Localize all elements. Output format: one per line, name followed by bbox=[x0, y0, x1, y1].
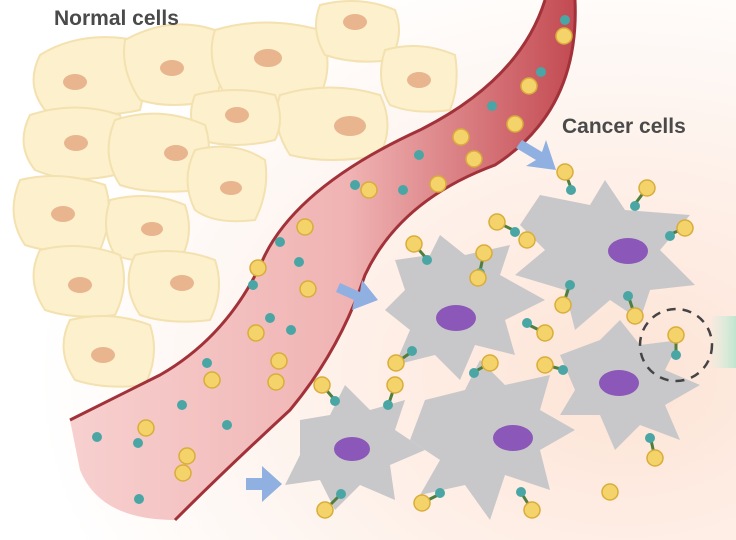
nanoparticle bbox=[267, 373, 285, 391]
conjugate bbox=[469, 354, 499, 378]
normal-nucleus bbox=[407, 72, 431, 88]
nanoparticle bbox=[520, 77, 538, 95]
nanoparticle bbox=[360, 181, 378, 199]
conjugate bbox=[383, 376, 404, 410]
normal-nucleus bbox=[51, 206, 75, 222]
cancer-nucleus bbox=[334, 437, 370, 461]
conjugate bbox=[630, 179, 656, 211]
cancer-cell bbox=[515, 180, 695, 330]
teal-particle bbox=[350, 180, 360, 190]
normal-nucleus bbox=[141, 222, 163, 236]
normal-nucleus bbox=[220, 181, 242, 195]
teal-particle bbox=[414, 150, 424, 160]
nanoparticle bbox=[174, 464, 192, 482]
teal-particle bbox=[134, 494, 144, 504]
teal-particle bbox=[536, 67, 546, 77]
conjugate bbox=[665, 219, 694, 241]
conjugate bbox=[405, 235, 432, 265]
cancer-nucleus bbox=[599, 370, 639, 396]
teal-particle bbox=[133, 438, 143, 448]
normal-nucleus bbox=[68, 277, 92, 293]
bound-conjugates bbox=[313, 163, 694, 519]
cancer-nucleus bbox=[608, 238, 648, 264]
normal-nucleus bbox=[334, 116, 366, 136]
nanoparticle bbox=[178, 447, 196, 465]
normal-nucleus bbox=[170, 275, 194, 291]
normal-nuclei bbox=[51, 14, 431, 363]
conjugate bbox=[645, 433, 664, 467]
nanoparticle bbox=[247, 324, 265, 342]
teal-particle bbox=[265, 313, 275, 323]
nanoparticle bbox=[137, 419, 155, 437]
normal-nucleus bbox=[63, 74, 87, 90]
conjugate bbox=[522, 318, 554, 342]
conjugate bbox=[556, 163, 576, 195]
conjugate bbox=[516, 487, 541, 519]
yellow-nanoparticles bbox=[137, 27, 573, 482]
teal-particle bbox=[560, 15, 570, 25]
dashed-circle-icon bbox=[638, 307, 714, 383]
teal-particle bbox=[92, 432, 102, 442]
cancer-cells-label: Cancer cells bbox=[562, 115, 686, 138]
nanoparticle bbox=[270, 352, 288, 370]
teal-particle bbox=[487, 101, 497, 111]
normal-nucleus bbox=[164, 145, 188, 161]
conjugate bbox=[313, 376, 340, 406]
normal-nucleus bbox=[91, 347, 115, 363]
down-right-arrow-icon bbox=[516, 140, 556, 170]
teal-particles bbox=[92, 15, 570, 504]
conjugate bbox=[667, 326, 685, 360]
down-right-arrow-icon bbox=[336, 280, 378, 310]
conjugate bbox=[623, 291, 644, 325]
normal-nucleus bbox=[343, 14, 367, 30]
nanoparticle bbox=[506, 115, 524, 133]
nanoparticle bbox=[299, 280, 317, 298]
normal-cell bbox=[32, 36, 145, 116]
conjugate bbox=[601, 483, 619, 501]
conjugate bbox=[536, 356, 568, 375]
blue-arrows bbox=[246, 140, 556, 502]
nanoparticle bbox=[203, 371, 221, 389]
normal-nucleus bbox=[64, 135, 88, 151]
conjugate bbox=[387, 346, 417, 372]
teal-particle bbox=[398, 185, 408, 195]
cancer-cell bbox=[410, 360, 575, 520]
nanoparticle bbox=[296, 218, 314, 236]
cancer-nucleus bbox=[436, 305, 476, 331]
right-arrow-icon bbox=[246, 466, 282, 502]
normal-nucleus bbox=[160, 60, 184, 76]
nanoparticle bbox=[429, 175, 447, 193]
teal-particle bbox=[286, 325, 296, 335]
conjugate bbox=[488, 213, 520, 237]
conjugate bbox=[413, 488, 445, 512]
blood-vessel bbox=[70, 0, 576, 520]
conjugate bbox=[518, 231, 536, 249]
vessel-wall-upper bbox=[69, 0, 547, 422]
normal-nucleus bbox=[254, 49, 282, 67]
teal-particle bbox=[202, 358, 212, 368]
conjugate bbox=[554, 280, 575, 314]
cancer-nuclei bbox=[334, 238, 648, 461]
vessel-wall-lower bbox=[173, 0, 577, 522]
normal-cell bbox=[275, 86, 389, 161]
zoom-indicator-band bbox=[712, 316, 736, 368]
nanoparticle bbox=[465, 150, 483, 168]
nanoparticle bbox=[249, 259, 267, 277]
teal-particle bbox=[294, 257, 304, 267]
normal-nucleus bbox=[225, 107, 249, 123]
conjugate bbox=[469, 269, 487, 287]
nanoparticle bbox=[452, 128, 470, 146]
teal-particle bbox=[177, 400, 187, 410]
nanoparticle bbox=[555, 27, 573, 45]
conjugate bbox=[316, 489, 346, 519]
normal-cells-label: Normal cells bbox=[54, 7, 179, 30]
teal-particle bbox=[222, 420, 232, 430]
teal-particle bbox=[248, 280, 258, 290]
cancer-nucleus bbox=[493, 425, 533, 451]
teal-particle bbox=[275, 237, 285, 247]
